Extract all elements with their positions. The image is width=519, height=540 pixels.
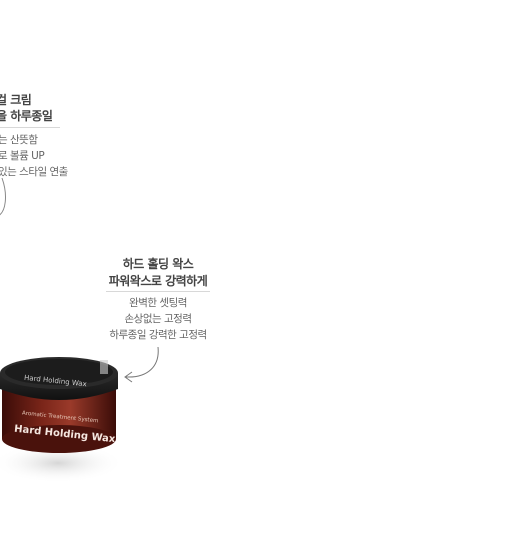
- left-title-line-1: 컬 크림: [0, 93, 32, 107]
- left-desc-line-3: 있는 스타일 연출: [0, 166, 68, 178]
- left-arrow-icon: [0, 177, 6, 216]
- right-desc-line-3: 하루종일 강력한 고정력: [109, 329, 207, 341]
- left-feature-description: 는 산뜻함 로 볼륨 UP 있는 스타일 연출: [0, 132, 68, 180]
- left-divider: [0, 127, 60, 128]
- left-title-line-2: 을 하루종일: [0, 109, 53, 123]
- right-feature-description: 완벽한 셋팅력 손상없는 고정력 하루종일 강력한 고정력: [94, 295, 222, 343]
- right-desc-line-2: 손상없는 고정력: [124, 313, 192, 325]
- right-divider: [106, 291, 210, 292]
- curved-arrow-icon: [124, 346, 159, 383]
- right-title-line-2: 파워왁스로 강력하게: [108, 274, 208, 288]
- right-title-line-1: 하드 홀딩 왁스: [122, 257, 194, 271]
- right-feature-title: 하드 홀딩 왁스 파워왁스로 강력하게: [98, 256, 218, 290]
- left-feature-title: 컬 크림 을 하루종일: [0, 92, 53, 124]
- right-desc-line-1: 완벽한 셋팅력: [129, 297, 187, 309]
- left-desc-line-1: 는 산뜻함: [0, 134, 38, 146]
- left-desc-line-2: 로 볼륨 UP: [0, 150, 45, 162]
- hard-holding-wax-jar: Hard Holding Wax Aromatic Treatment Syst…: [0, 357, 124, 483]
